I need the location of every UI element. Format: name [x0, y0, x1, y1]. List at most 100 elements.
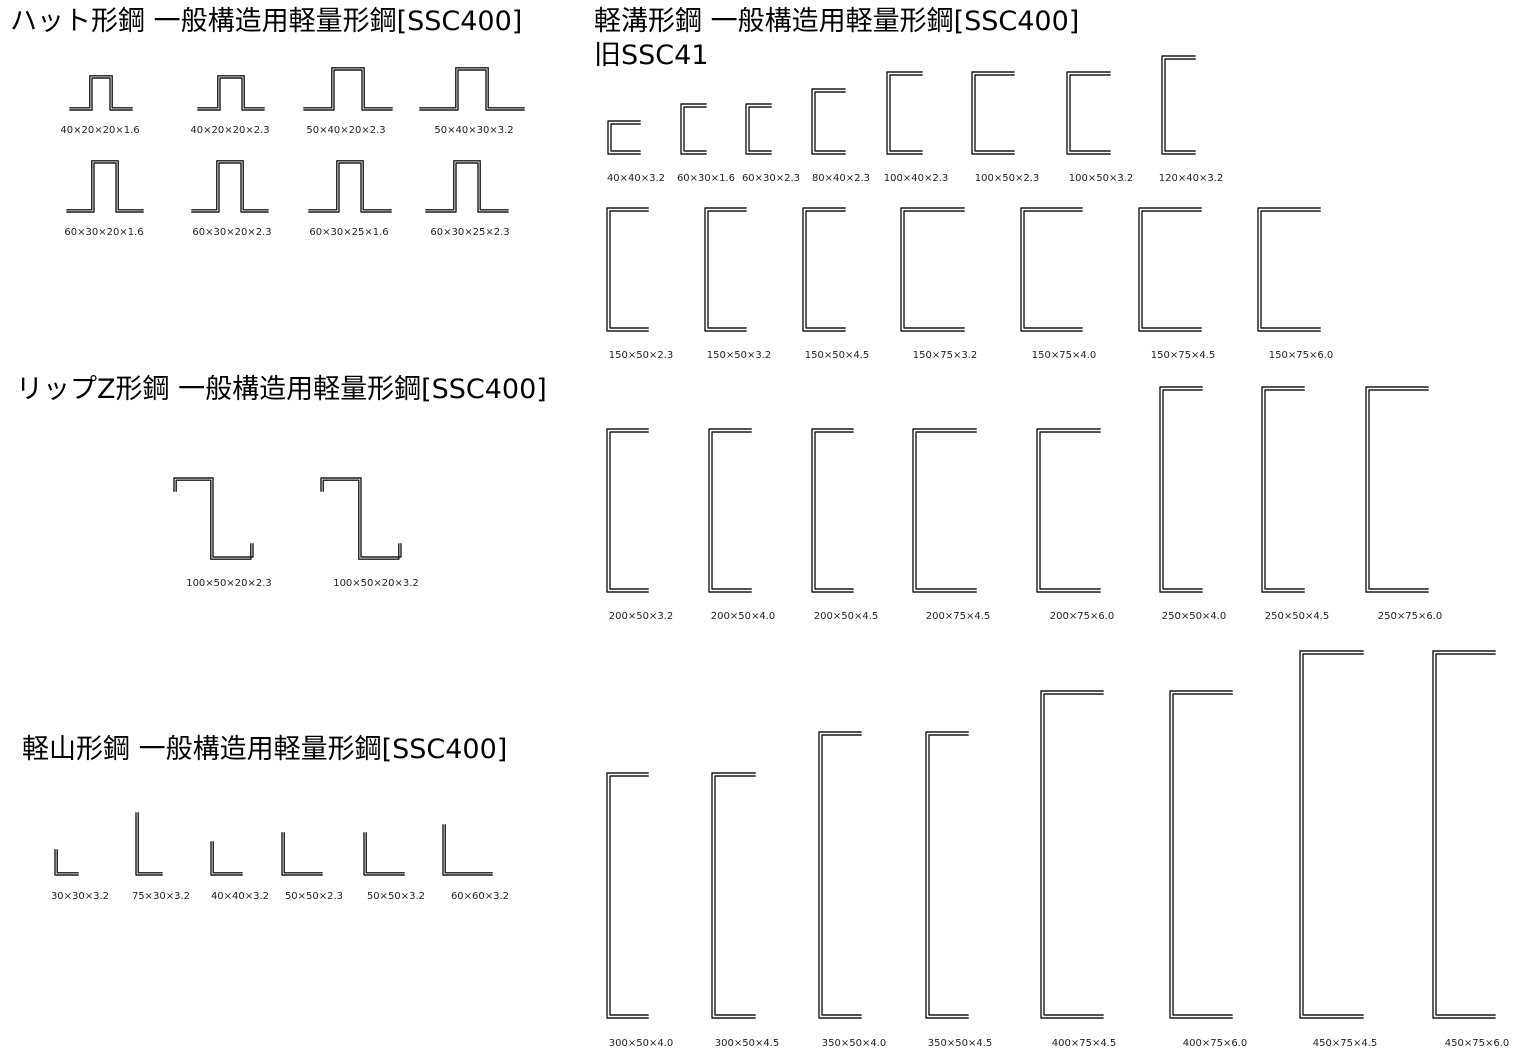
channel-size-label: 450×75×6.0: [1445, 1038, 1509, 1049]
channel-size-label: 60×30×2.3: [742, 173, 800, 184]
channel-profile-shape: [607, 120, 641, 155]
angle-size-label: 60×60×3.2: [451, 891, 509, 902]
channel-profile-shape: [925, 731, 969, 1019]
lip-z-profile-shape: [320, 477, 402, 560]
channel-profile-shape: [1432, 650, 1496, 1019]
hat-profile-shape: [425, 160, 509, 213]
channel-size-label: 100×50×2.3: [975, 173, 1039, 184]
channel-size-label: 250×50×4.5: [1265, 611, 1329, 622]
angle-section-title: 軽山形鋼 一般構造用軽量形鋼[SSC400]: [22, 734, 508, 765]
lipz-size-label: 100×50×20×3.2: [333, 578, 419, 589]
hat-size-label: 50×40×20×2.3: [306, 125, 385, 136]
channel-profile-shape: [606, 207, 649, 332]
angle-size-label: 75×30×3.2: [132, 891, 190, 902]
hat-size-label: 50×40×30×3.2: [434, 125, 513, 136]
hat-size-label: 60×30×25×1.6: [309, 227, 388, 238]
angle-profile-shape: [363, 832, 405, 876]
channel-size-label: 300×50×4.0: [609, 1038, 673, 1049]
channel-profile-shape: [811, 428, 854, 593]
channel-profile-shape: [1161, 55, 1196, 155]
channel-profile-shape: [1040, 690, 1104, 1019]
channel-size-label: 80×40×2.3: [812, 173, 870, 184]
channel-profile-shape: [745, 103, 772, 155]
channel-size-label: 400×75×4.5: [1052, 1038, 1116, 1049]
angle-profile-shape: [210, 841, 243, 876]
channel-size-label: 350×50×4.0: [822, 1038, 886, 1049]
channel-size-label: 250×50×4.0: [1162, 611, 1226, 622]
channel-size-label: 150×75×4.0: [1032, 350, 1096, 361]
channel-profile-shape: [818, 731, 862, 1019]
hat-size-label: 60×30×25×2.3: [430, 227, 509, 238]
hat-profile-shape: [419, 67, 525, 111]
channel-size-label: 150×75×4.5: [1151, 350, 1215, 361]
angle-size-label: 40×40×3.2: [211, 891, 269, 902]
channel-size-label: 150×50×2.3: [609, 350, 673, 361]
channel-profile-shape: [1159, 386, 1203, 593]
channel-profile-shape: [1138, 207, 1202, 332]
channel-profile-shape: [971, 71, 1015, 155]
hat-profile-shape: [303, 67, 393, 111]
channel-section-subtitle: 旧SSC41: [594, 40, 709, 71]
channel-size-label: 200×75×6.0: [1050, 611, 1114, 622]
hat-size-label: 40×20×20×2.3: [190, 125, 269, 136]
channel-size-label: 300×50×4.5: [715, 1038, 779, 1049]
channel-size-label: 40×40×3.2: [607, 173, 665, 184]
channel-size-label: 100×50×3.2: [1069, 173, 1133, 184]
channel-profile-shape: [1261, 386, 1305, 593]
channel-profile-shape: [1299, 650, 1364, 1019]
channel-profile-shape: [811, 88, 846, 155]
angle-profile-shape: [281, 832, 323, 876]
hat-size-label: 60×30×20×1.6: [64, 227, 143, 238]
channel-size-label: 60×30×1.6: [677, 173, 735, 184]
channel-size-label: 350×50×4.5: [928, 1038, 992, 1049]
hat-profile-shape: [66, 160, 144, 213]
channel-size-label: 400×75×6.0: [1183, 1038, 1247, 1049]
angle-profile-shape: [54, 849, 79, 876]
channel-size-label: 200×50×3.2: [609, 611, 673, 622]
channel-profile-shape: [900, 207, 965, 332]
hat-profile-shape: [308, 160, 392, 213]
channel-profile-shape: [606, 772, 649, 1019]
channel-size-label: 120×40×3.2: [1159, 173, 1223, 184]
channel-size-label: 150×75×6.0: [1269, 350, 1333, 361]
channel-profile-shape: [802, 207, 846, 332]
angle-size-label: 30×30×3.2: [51, 891, 109, 902]
channel-size-label: 450×75×4.5: [1313, 1038, 1377, 1049]
channel-profile-shape: [680, 103, 707, 155]
channel-profile-shape: [1169, 690, 1233, 1019]
channel-profile-shape: [1020, 207, 1083, 332]
channel-section-title: 軽溝形鋼 一般構造用軽量形鋼[SSC400]: [594, 6, 1080, 37]
channel-profile-shape: [1257, 207, 1321, 332]
angle-size-label: 50×50×3.2: [367, 891, 425, 902]
lipz-size-label: 100×50×20×2.3: [186, 578, 272, 589]
angle-size-label: 50×50×2.3: [285, 891, 343, 902]
angle-profile-shape: [442, 824, 493, 876]
channel-size-label: 100×40×2.3: [884, 173, 948, 184]
hat-profile-shape: [197, 75, 265, 111]
hat-size-label: 60×30×20×2.3: [192, 227, 271, 238]
channel-profile-shape: [1066, 71, 1111, 155]
channel-profile-shape: [708, 428, 752, 593]
hat-profile-shape: [191, 160, 269, 213]
channel-profile-shape: [711, 772, 756, 1019]
channel-size-label: 250×75×6.0: [1378, 611, 1442, 622]
channel-size-label: 200×50×4.0: [711, 611, 775, 622]
hat-size-label: 40×20×20×1.6: [60, 125, 139, 136]
channel-profile-shape: [704, 207, 747, 332]
channel-profile-shape: [606, 428, 649, 593]
channel-profile-shape: [886, 71, 923, 155]
lip-z-profile-shape: [173, 477, 254, 560]
hat-profile-shape: [69, 75, 133, 111]
channel-size-label: 150×50×4.5: [805, 350, 869, 361]
channel-size-label: 200×50×4.5: [814, 611, 878, 622]
channel-size-label: 150×75×3.2: [913, 350, 977, 361]
hat-section-title: ハット形鋼 一般構造用軽量形鋼[SSC400]: [10, 6, 523, 37]
channel-size-label: 200×75×4.5: [926, 611, 990, 622]
channel-profile-shape: [1365, 386, 1429, 593]
angle-profile-shape: [135, 812, 163, 876]
lipz-section-title: リップZ形鋼 一般構造用軽量形鋼[SSC400]: [16, 374, 547, 405]
channel-profile-shape: [1036, 428, 1101, 593]
channel-size-label: 150×50×3.2: [707, 350, 771, 361]
channel-profile-shape: [912, 428, 977, 593]
